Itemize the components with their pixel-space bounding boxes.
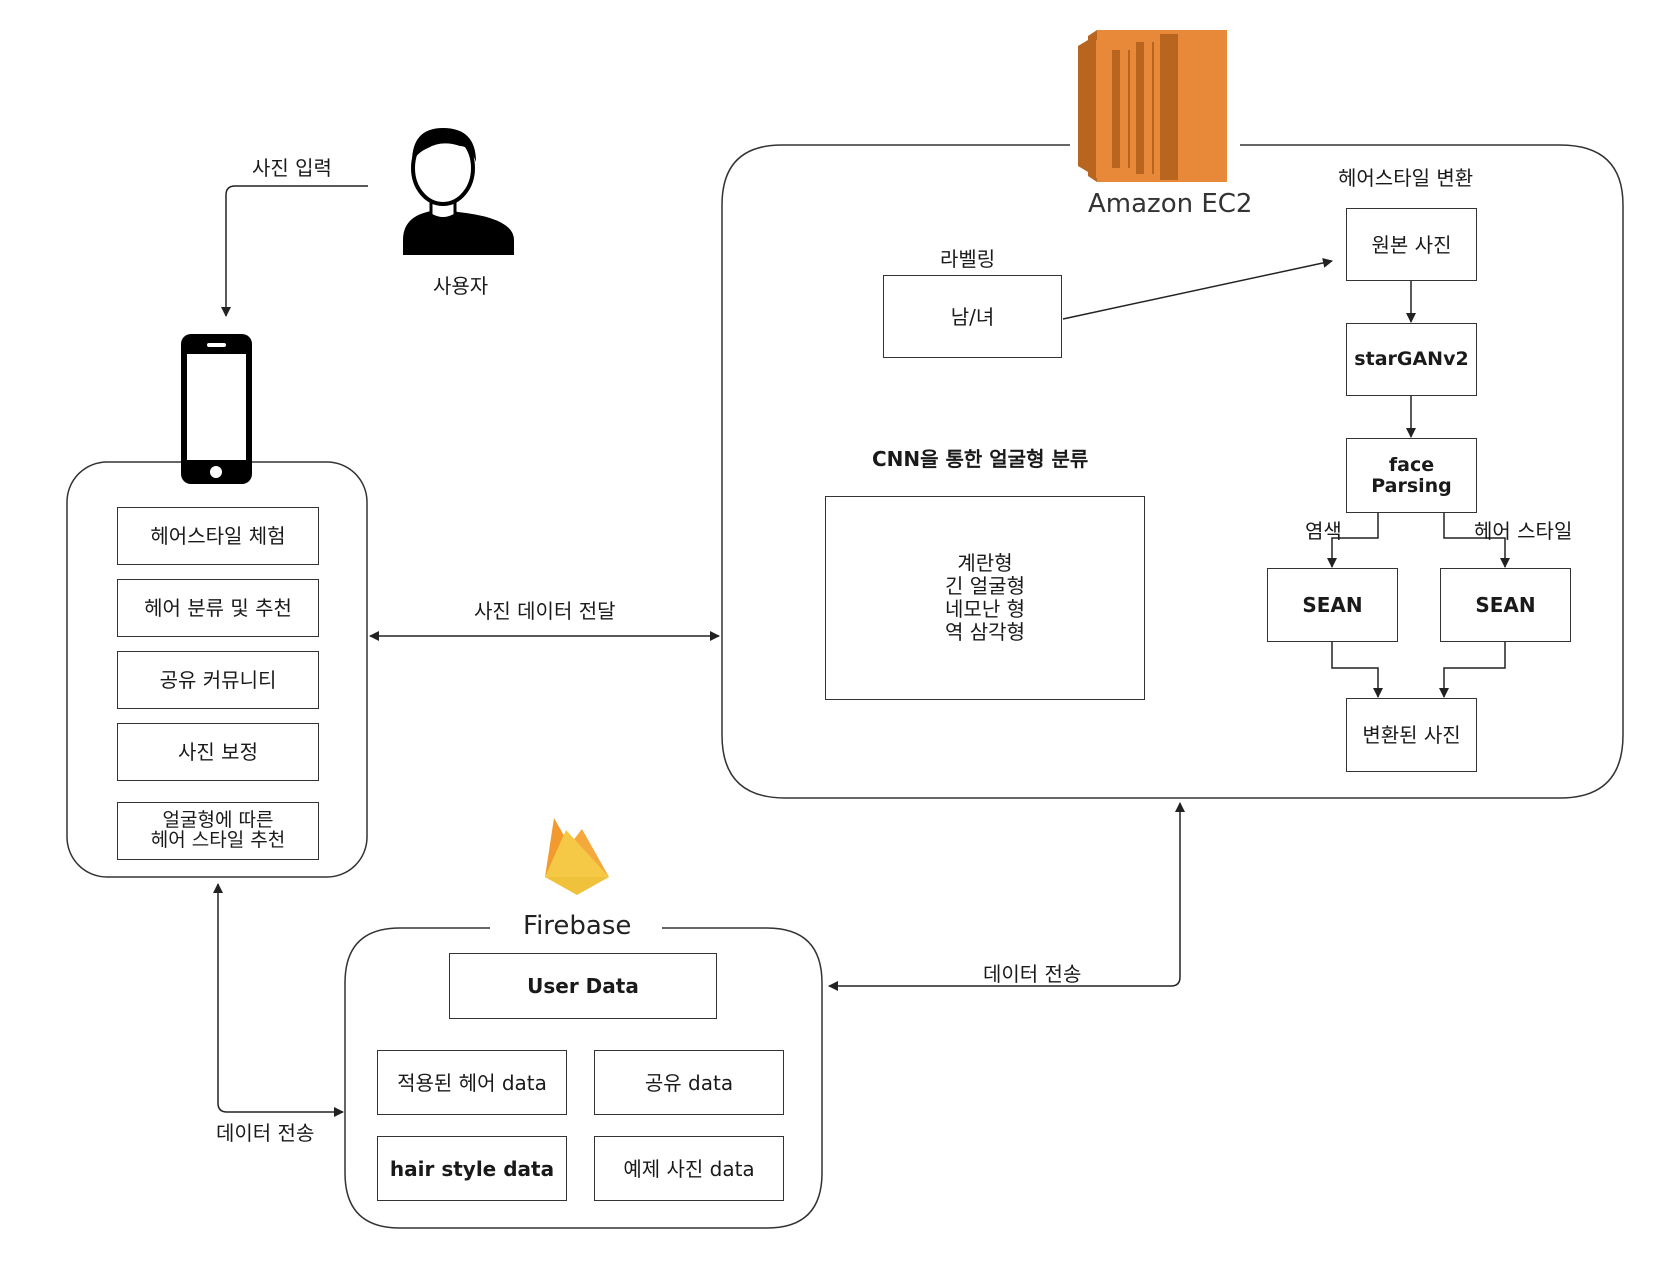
sean-left-to-result-arrow (1331, 642, 1383, 698)
shared-data-box: 공유 data (594, 1050, 784, 1115)
face-shape-box: 계란형 긴 얼굴형 네모난 형 역 삼각형 (825, 496, 1145, 700)
user-label: 사용자 (433, 274, 489, 298)
example-photo-data-box: 예제 사진 data (594, 1136, 784, 1201)
converted-photo-box: 변환된 사진 (1346, 698, 1477, 772)
parsing-to-sean-left-arrow (1327, 513, 1379, 568)
photo-input-label: 사진 입력 (252, 156, 332, 180)
data-send-left-label: 데이터 전송 (216, 1121, 315, 1145)
ec2-firebase-arrow (828, 802, 1185, 991)
sean-right-box: SEAN (1440, 568, 1571, 642)
data-send-right-label: 데이터 전송 (983, 962, 1082, 986)
dye-label: 염색 (1305, 519, 1342, 543)
menu-hair-classify-recommend[interactable]: 헤어 분류 및 추천 (117, 579, 319, 637)
ec2-container (721, 144, 1624, 799)
user-icon (403, 128, 514, 255)
photo-transfer-label: 사진 데이터 전달 (474, 599, 616, 623)
sean-left-box: SEAN (1267, 568, 1398, 642)
ec2-title: Amazon EC2 (1088, 189, 1253, 219)
photo-input-arrow (221, 185, 368, 317)
app-firebase-arrow (213, 883, 344, 1117)
user-data-box: User Data (449, 953, 717, 1019)
amazon-ec2-icon (1078, 30, 1227, 182)
face-parsing-box: face Parsing (1346, 438, 1477, 513)
menu-share-community[interactable]: 공유 커뮤니티 (117, 651, 319, 709)
hair-style-data-box: hair style data (377, 1136, 567, 1201)
stargan-box: starGANv2 (1346, 323, 1477, 396)
parsing-to-sean-right-arrow (1443, 513, 1510, 568)
sean-right-to-result-arrow (1439, 642, 1506, 698)
labeling-to-original-arrow (1062, 258, 1333, 320)
firebase-container (344, 927, 823, 1229)
cnn-title: CNN을 통한 얼굴형 분류 (872, 447, 1089, 471)
firebase-icon (545, 818, 609, 895)
menu-photo-retouch[interactable]: 사진 보정 (117, 723, 319, 781)
applied-hair-data-box: 적용된 헤어 data (377, 1050, 567, 1115)
style-label: 헤어 스타일 (1474, 519, 1573, 543)
gender-box: 남/녀 (883, 275, 1062, 358)
firebase-title: Firebase (523, 911, 632, 941)
phone-icon (181, 334, 252, 484)
original-photo-box: 원본 사진 (1346, 208, 1477, 281)
labeling-title: 라벨링 (940, 247, 996, 271)
hairstyle-title: 헤어스타일 변환 (1338, 166, 1474, 190)
menu-face-shape-recommend[interactable]: 얼굴형에 따른 헤어 스타일 추천 (117, 802, 319, 860)
menu-hairstyle-try[interactable]: 헤어스타일 체험 (117, 507, 319, 565)
